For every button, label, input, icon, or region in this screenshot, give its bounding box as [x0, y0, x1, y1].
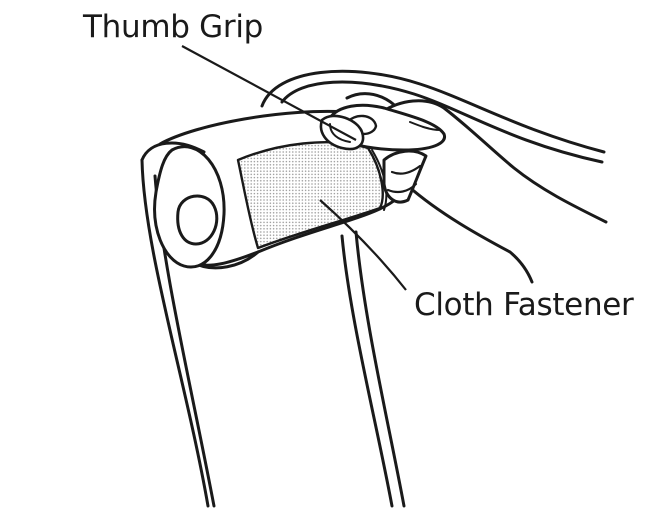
- cuff-strap-edge: [342, 236, 392, 506]
- hand-wrist: [408, 186, 532, 282]
- thumb-grip-label: Thumb Grip: [83, 12, 263, 43]
- cuff-curl: [178, 196, 217, 244]
- cloth-fastener-label: Cloth Fastener: [414, 290, 634, 321]
